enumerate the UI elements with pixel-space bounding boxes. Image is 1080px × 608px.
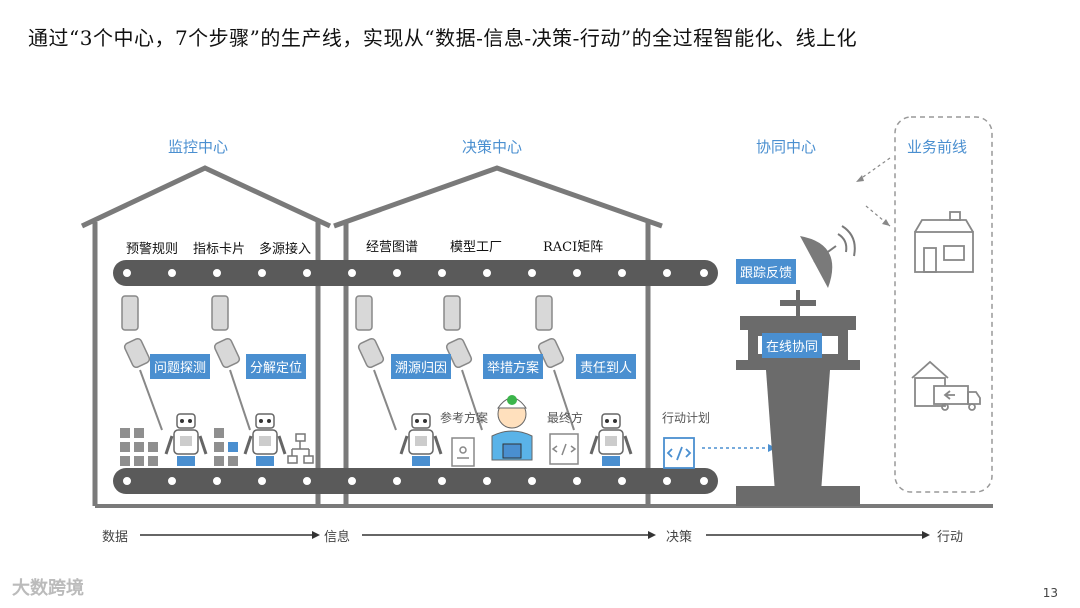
reference-plan-note: 参考方案 bbox=[440, 411, 489, 425]
signal-arrow-2-head bbox=[882, 219, 890, 226]
warning-rules-label: 预警规则 bbox=[126, 242, 179, 257]
step-detect-tag: 问题探测 bbox=[150, 354, 211, 379]
robot-arm-2 bbox=[211, 295, 251, 431]
collab-center-label: 协同中心 bbox=[756, 138, 817, 156]
indicator-cards-label: 指标卡片 bbox=[193, 242, 246, 257]
robot-4 bbox=[589, 413, 633, 466]
store-icon bbox=[914, 211, 974, 273]
step-feedback-tag: 跟踪反馈 bbox=[736, 259, 797, 284]
document-icon bbox=[451, 437, 475, 467]
lower-belt-rollers bbox=[121, 475, 710, 487]
step-trace-tag: 溯源归因 bbox=[391, 354, 452, 379]
raci-matrix-label: RACI矩阵 bbox=[543, 240, 604, 255]
action-plan-note: 行动计划 bbox=[662, 411, 711, 425]
model-factory-label: 模型工厂 bbox=[450, 240, 503, 255]
final-plan-note: 最终方 bbox=[547, 411, 584, 425]
network-icon bbox=[287, 433, 314, 464]
axis-arrow-2-head bbox=[648, 531, 656, 539]
frontline-label: 业务前线 bbox=[907, 138, 968, 156]
axis-decision-label: 决策 bbox=[666, 530, 693, 545]
robot-arm-4 bbox=[443, 295, 483, 431]
robot-1 bbox=[164, 413, 208, 466]
lower-conveyor-belt bbox=[113, 468, 718, 494]
robot-arm-5 bbox=[535, 295, 575, 431]
satellite-dish-icon bbox=[800, 225, 856, 288]
signal-arrow-1 bbox=[855, 157, 891, 183]
robot-2 bbox=[243, 413, 287, 466]
upper-belt-rollers bbox=[121, 267, 710, 279]
axis-action-label: 行动 bbox=[937, 530, 964, 545]
robots bbox=[164, 413, 633, 466]
page-title: 通过“3个中心，7个步骤”的生产线，实现从“数据-信息-决策-行动”的全过程智能… bbox=[28, 26, 858, 50]
brand-logo: 大数跨境 bbox=[12, 578, 84, 599]
decision-house-roof bbox=[333, 165, 663, 229]
robot-arms bbox=[121, 295, 575, 431]
signal-arrow-1-head bbox=[856, 175, 864, 182]
data-blocks bbox=[120, 428, 238, 466]
code-icon-blue bbox=[663, 437, 695, 469]
page-number: 13 bbox=[1042, 586, 1058, 600]
monitor-center-label: 监控中心 bbox=[168, 138, 229, 156]
delivery-truck-icon bbox=[911, 360, 981, 411]
step-online-collab-tag: 在线协同 bbox=[762, 333, 823, 358]
axis-data-label: 数据 bbox=[102, 530, 129, 545]
collab-tower bbox=[736, 290, 860, 506]
monitor-house-roof bbox=[80, 165, 332, 229]
step-assign-tag: 责任到人 bbox=[576, 354, 637, 379]
multi-source-label: 多源接入 bbox=[259, 242, 312, 257]
human-worker-icon bbox=[491, 395, 533, 461]
robot-arm-3 bbox=[355, 295, 397, 431]
axis-arrow-1-head bbox=[312, 531, 320, 539]
step-decompose-tag: 分解定位 bbox=[246, 354, 307, 379]
step-measures-tag: 举措方案 bbox=[483, 354, 544, 379]
code-icon-gray bbox=[549, 433, 579, 465]
frontline-box bbox=[894, 116, 993, 493]
robot-3 bbox=[399, 413, 443, 466]
business-graph-label: 经营图谱 bbox=[366, 240, 419, 255]
upper-conveyor-belt bbox=[113, 260, 718, 286]
axis-arrow-3-head bbox=[922, 531, 930, 539]
decision-center-label: 决策中心 bbox=[462, 138, 523, 156]
axis-info-label: 信息 bbox=[324, 530, 351, 545]
robot-arm-1 bbox=[121, 295, 163, 431]
